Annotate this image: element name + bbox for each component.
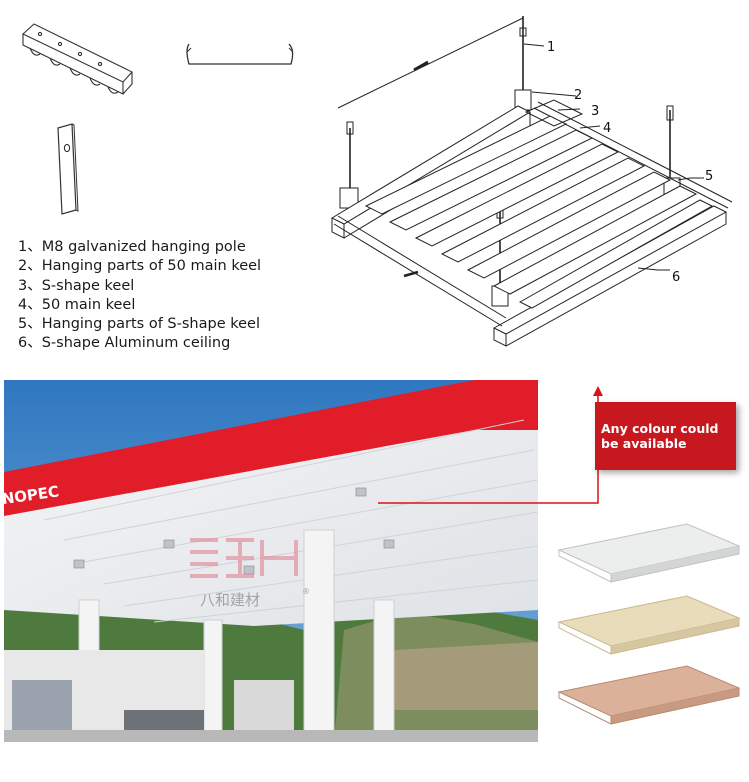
callout-1: 1 xyxy=(547,40,555,55)
gas-station-photo: NOPEC 八和建材 ® xyxy=(4,380,538,742)
hanger-clip-sketch xyxy=(186,43,294,65)
legend-item-2: 2、Hanging parts of 50 main keel xyxy=(18,258,262,275)
hanging-plate-sketch xyxy=(57,123,79,215)
swatch-rose-gold xyxy=(557,665,741,725)
swatch-white xyxy=(557,523,741,583)
legend-item-5: 5、Hanging parts of S-shape keel xyxy=(18,316,260,333)
callout-4: 4 xyxy=(603,121,611,136)
installation-diagram: 1 2 3 4 5 6 xyxy=(330,16,733,347)
legend-item-6: 6、S-shape Aluminum ceiling xyxy=(18,335,231,352)
watermark-registered-mark: ® xyxy=(302,587,310,596)
watermark-text: 八和建材 xyxy=(200,591,260,609)
legend-item-3: 3、S-shape keel xyxy=(18,277,135,294)
legend-item-4: 4、50 main keel xyxy=(18,296,136,313)
callout-5: 5 xyxy=(705,169,713,184)
colour-callout-text: Any colour could be available xyxy=(601,421,719,451)
callout-pointer xyxy=(378,386,603,504)
swatch-cream xyxy=(557,595,741,655)
main-keel-sketch xyxy=(22,23,133,95)
brand-watermark-logo xyxy=(190,538,298,578)
callout-2: 2 xyxy=(574,88,582,103)
callout-6: 6 xyxy=(672,270,680,285)
parts-legend: 1、M8 galvanized hanging pole 2、Hanging p… xyxy=(18,238,318,354)
callout-3: 3 xyxy=(591,104,599,119)
colour-callout-box: Any colour could be available xyxy=(595,402,736,470)
legend-item-1: 1、M8 galvanized hanging pole xyxy=(18,239,246,255)
